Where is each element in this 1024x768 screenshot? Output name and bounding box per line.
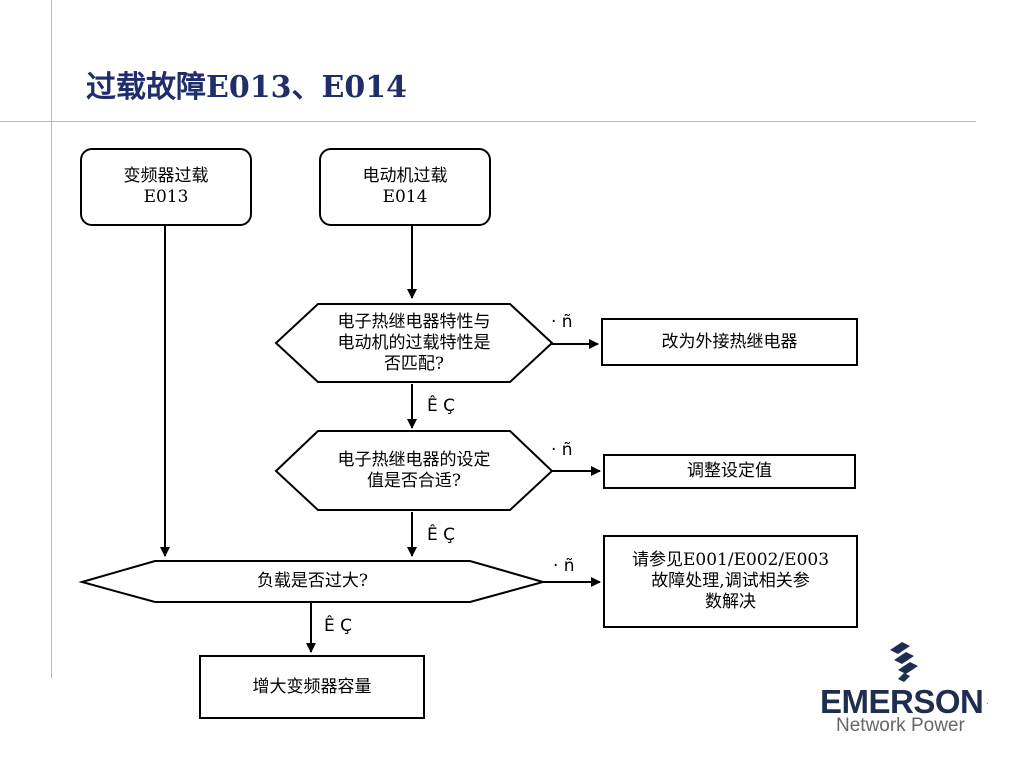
decision-relay-match-text: 电子热继电器特性与 电动机的过载特性是 否匹配? [337, 311, 491, 374]
left-accent-line [51, 0, 52, 678]
decision-load-shape [78, 560, 547, 603]
inverter-overload-box: 变频器过载 E013 [80, 148, 252, 226]
decision-relay-match-shape [274, 303, 554, 383]
edge-label-yes-2: Ê Ç [427, 525, 456, 545]
refer-fault-handling-box: 请参见E001/E002/E003 故障处理,调试相关参 数解决 [603, 535, 858, 628]
increase-capacity-box: 增大变频器容量 [199, 655, 425, 719]
emerson-trademark: . [986, 696, 989, 706]
edge-label-yes-1: Ê Ç [427, 396, 456, 416]
decision-load-text: 负载是否过大? [256, 571, 369, 591]
motor-overload-box: 电动机过载 E014 [319, 148, 491, 226]
decision-relay-setting-text: 电子热继电器的设定 值是否合适? [337, 449, 491, 491]
decision-relay-setting-shape [274, 430, 554, 511]
adjust-setting-box: 调整设定值 [603, 454, 856, 489]
network-power-text: Network Power [836, 715, 965, 736]
external-relay-box: 改为外接热继电器 [601, 318, 858, 366]
edge-label-yes-3: Ê Ç [324, 616, 353, 636]
slide-title: 过载故障E013、E014 [86, 70, 407, 105]
emerson-logo-icon [890, 642, 918, 682]
edge-label-no-1: · ñ [551, 312, 573, 332]
edge-label-no-2: · ñ [551, 440, 573, 460]
emerson-brand-text: EMERSON [820, 683, 984, 720]
edge-label-no-3: · ñ [553, 556, 575, 576]
header-divider-line [0, 121, 976, 122]
